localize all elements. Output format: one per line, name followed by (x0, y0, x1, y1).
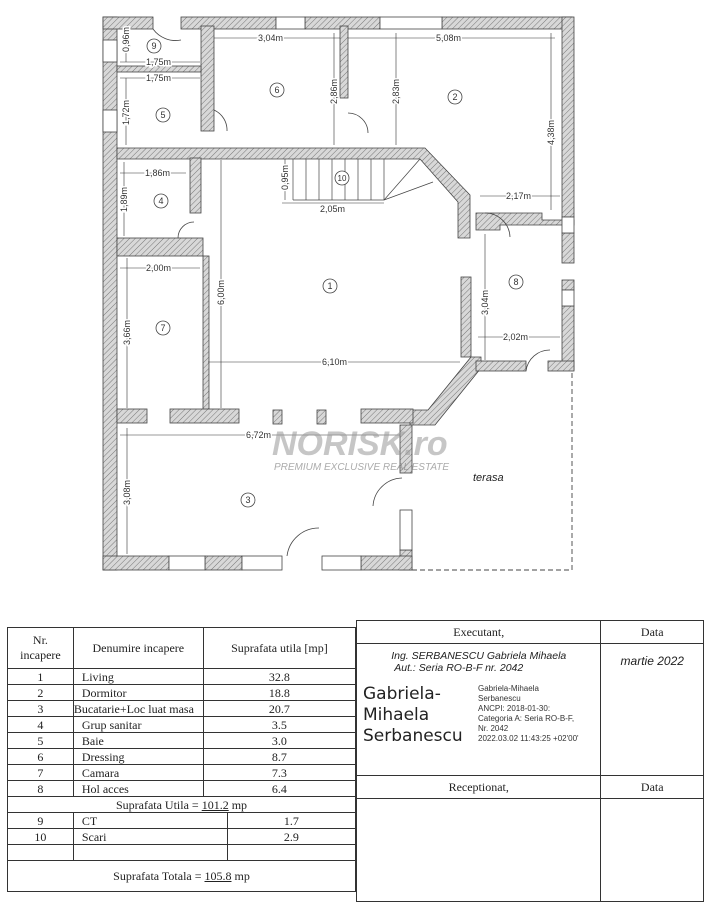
total-area-value: 105.8 (204, 869, 232, 883)
svg-text:1,89m: 1,89m (119, 187, 129, 212)
svg-text:10: 10 (338, 174, 347, 183)
header-area: Suprafata utila [mp] (202, 627, 357, 669)
watermark-tagline: PREMIUM EXCLUSIVE REAL ESTATE (274, 462, 449, 473)
dimension-labels: 3,04m 5,08m 1,75m 1,75m 1,86m 2,00m 2,05… (118, 25, 558, 506)
svg-text:3,04m: 3,04m (258, 33, 283, 43)
room-area-table: Nr. incapere Denumire incapere Suprafata… (7, 627, 357, 892)
header-nr: Nr. incapere (7, 627, 74, 669)
terrace-outline (412, 371, 573, 571)
doors (152, 28, 551, 557)
signature-name: Gabriela- Mihaela Serbanescu (363, 684, 463, 746)
engineer-name: Ing. SERBANESCU Gabriela Mihaela (391, 650, 567, 662)
svg-text:6,10m: 6,10m (322, 357, 347, 367)
svg-text:1,86m: 1,86m (145, 168, 170, 178)
signature-block: Executant, Data Ing. SERBANESCU Gabriela… (355, 620, 704, 902)
date-header: Data (600, 620, 704, 644)
svg-text:3,08m: 3,08m (122, 480, 132, 505)
useful-area-label: Suprafata Utila = (115, 797, 199, 812)
svg-text:0,96m: 0,96m (121, 27, 131, 52)
useful-area-unit: mp (231, 797, 248, 812)
executant-header: Executant, (355, 620, 602, 644)
room-markers (146, 38, 524, 508)
header-name: Denumire incapere (72, 627, 204, 669)
windows (102, 16, 575, 571)
svg-text:2,00m: 2,00m (146, 263, 171, 273)
svg-text:9: 9 (151, 41, 156, 51)
svg-text:2: 2 (452, 92, 457, 102)
receptionat-cell (355, 798, 602, 902)
svg-text:2,86m: 2,86m (329, 79, 339, 104)
room-numbers: 1 2 3 4 5 6 7 8 9 10 (151, 41, 518, 505)
digital-signature: Gabriela- Mihaela Serbanescu Gabriela-Mi… (363, 684, 594, 747)
svg-text:1,75m: 1,75m (146, 57, 171, 67)
svg-text:1,75m: 1,75m (146, 73, 171, 83)
svg-text:4: 4 (158, 196, 163, 206)
svg-text:2,02m: 2,02m (503, 332, 528, 342)
total-area-row: Suprafata Totala = 105.8 mp (7, 860, 356, 892)
svg-text:3,04m: 3,04m (480, 290, 490, 315)
watermark-brand: NORISK.ro (272, 425, 448, 463)
svg-text:6,72m: 6,72m (246, 430, 271, 440)
dimension-lines (120, 32, 560, 554)
svg-text:6,00m: 6,00m (216, 280, 226, 305)
svg-text:2,05m: 2,05m (320, 204, 345, 214)
receptionat-date-header: Data (600, 775, 704, 799)
date-value: martie 2022 (600, 643, 704, 776)
svg-text:7: 7 (160, 323, 165, 333)
useful-area-row: Suprafata Utila = 101.2 mp (7, 796, 356, 813)
table-header-row: Nr. incapere Denumire incapere Suprafata… (7, 627, 357, 669)
svg-text:4,38m: 4,38m (546, 120, 556, 145)
signature-details: Gabriela-Mihaela Serbanescu ANCPI: 2018-… (478, 684, 579, 743)
useful-area-value: 101.2 (201, 797, 229, 812)
receptionat-date-cell (600, 798, 704, 902)
svg-text:5,08m: 5,08m (436, 33, 461, 43)
svg-text:8: 8 (513, 277, 518, 287)
svg-text:6: 6 (274, 85, 279, 95)
executant-cell: Ing. SERBANESCU Gabriela Mihaela Aut.: S… (355, 643, 602, 776)
stairs (292, 158, 434, 201)
terrace-label: terasa (473, 472, 504, 484)
receptionat-header: Receptionat, (355, 775, 602, 799)
walls (102, 16, 575, 571)
total-area-unit: mp (234, 869, 250, 883)
svg-text:2,17m: 2,17m (506, 191, 531, 201)
svg-text:2,83m: 2,83m (391, 79, 401, 104)
svg-text:3,66m: 3,66m (122, 320, 132, 345)
svg-text:0,95m: 0,95m (280, 165, 290, 190)
table-row-empty (7, 844, 357, 861)
floor-plan: 3,04m 5,08m 1,75m 1,75m 1,86m 2,00m 2,05… (102, 16, 575, 571)
engineer-authorization: Aut.: Seria RO-B-F nr. 2042 (394, 662, 524, 674)
svg-text:1: 1 (327, 281, 332, 291)
svg-text:5: 5 (160, 110, 165, 120)
svg-text:3: 3 (245, 495, 250, 505)
svg-text:1,72m: 1,72m (121, 100, 131, 125)
total-area-label: Suprafata Totala = (113, 869, 202, 883)
